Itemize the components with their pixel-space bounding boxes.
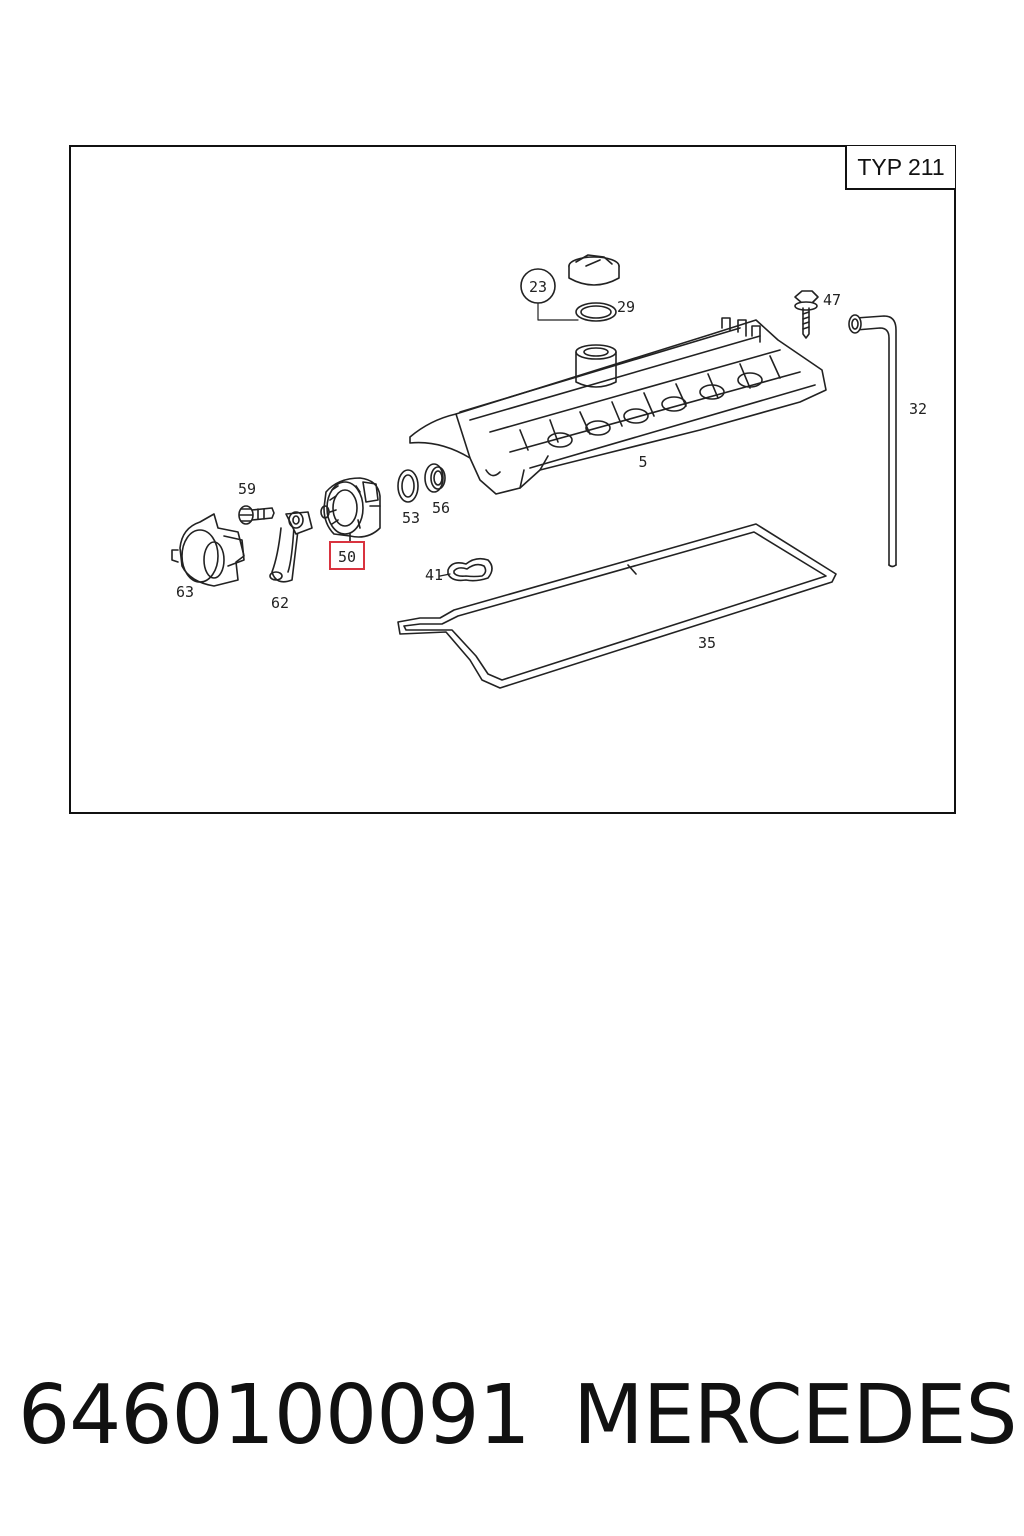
cover-gasket-drawing	[397, 523, 837, 689]
spark-plug-seal-drawing	[447, 557, 493, 582]
part-label-5: 5	[638, 453, 647, 471]
oil-separator-drawing	[320, 477, 381, 543]
brand-name: MERCEDES	[573, 1368, 1018, 1463]
oil-filler-cap-drawing	[568, 254, 620, 286]
highlight-box	[329, 541, 365, 570]
exploded-parts-diagram: 23 29 47 32 5 53 56 59 50 63 62 41 35	[171, 254, 927, 689]
part-label-50: 50	[338, 548, 356, 566]
cover-bolt-drawing	[794, 290, 819, 339]
part-label-59: 59	[238, 480, 256, 498]
part-label-62: 62	[271, 594, 289, 612]
part-number: 6460100091	[18, 1368, 531, 1463]
vent-hose-drawing	[269, 511, 313, 583]
part-label-35: 35	[698, 634, 716, 652]
breather-hose-drawing	[848, 314, 897, 568]
part-label-47: 47	[823, 291, 841, 309]
footer: 6460100091 MERCEDES	[18, 1368, 1018, 1468]
screw-drawing	[238, 505, 275, 525]
diagram-frame	[69, 145, 956, 814]
part-label-41: 41	[425, 566, 443, 584]
part-label-56: 56	[432, 499, 450, 517]
part-label-63: 63	[176, 583, 194, 601]
filler-cap-seal-ring-drawing	[575, 302, 617, 322]
o-ring-drawing	[397, 469, 419, 503]
part-label-29: 29	[617, 298, 635, 316]
seal-ring-drawing	[424, 463, 446, 493]
separator-housing-cover-drawing	[171, 513, 245, 587]
cylinder-head-cover-drawing	[409, 317, 827, 495]
part-label-23: 23	[529, 278, 547, 296]
part-label-32: 32	[909, 400, 927, 418]
type-label: TYP 211	[845, 146, 955, 190]
part-label-53: 53	[402, 509, 420, 527]
